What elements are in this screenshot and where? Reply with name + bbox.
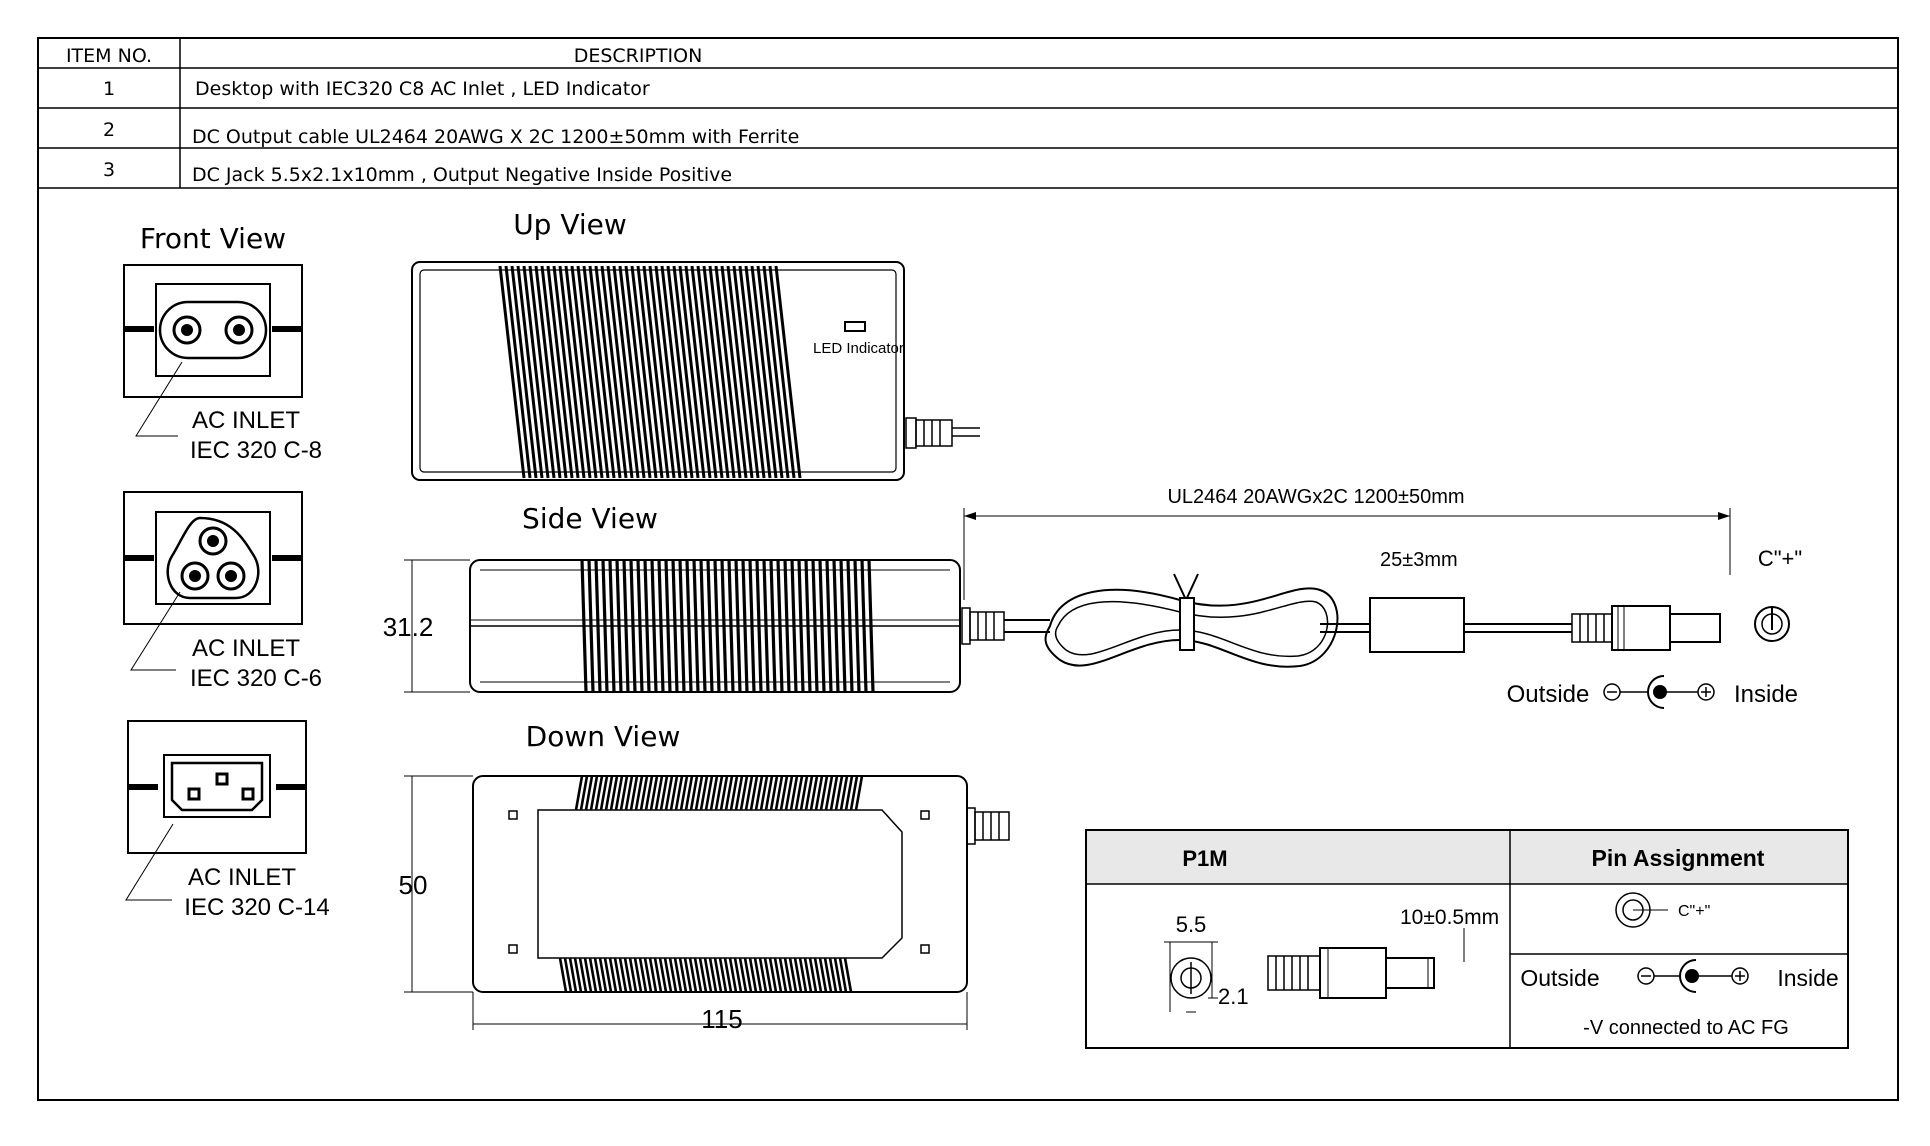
inlet-c8-drawing [123, 264, 303, 437]
header-description: DESCRIPTION [574, 45, 703, 67]
inlet-c6-label-1: AC INLET [192, 635, 300, 662]
pin-note: -V connected to AC FG [1583, 1017, 1789, 1039]
row-2-description: DC Output cable UL2464 20AWG X 2C 1200±5… [192, 126, 799, 148]
pin-inside-label: Inside [1777, 965, 1838, 991]
pin-outside-label: Outside [1520, 965, 1599, 991]
spec-table: ITEM NO. DESCRIPTION 1 Desktop with IEC3… [38, 38, 1898, 189]
row-2-no: 2 [103, 119, 115, 141]
polarity-symbol-icon [1603, 675, 1715, 709]
pin-table-col1-header: P1M [1182, 846, 1227, 871]
pin-jack-label: C"+" [1678, 903, 1710, 920]
polarity-inside-label: Inside [1734, 681, 1798, 708]
up-view-title: Up View [513, 208, 627, 241]
led-indicator-label: LED Indicator [813, 340, 904, 357]
p1m-plug-drawing [1164, 928, 1465, 1013]
row-3-description: DC Jack 5.5x2.1x10mm , Output Negative I… [192, 164, 732, 186]
front-view: Front View AC INLET IEC 320 C-8 [123, 222, 330, 921]
cable-length-label: UL2464 20AWGx2C 1200±50mm [1167, 486, 1464, 508]
inlet-c6-drawing [123, 491, 303, 671]
down-view-strain-relief [966, 807, 1010, 845]
header-item-no: ITEM NO. [66, 45, 152, 67]
row-1-no: 1 [103, 78, 115, 100]
side-view-title: Side View [522, 502, 658, 535]
led-indicator-icon [844, 321, 866, 332]
inlet-c14-label-1: AC INLET [188, 864, 296, 891]
inlet-c8-label-2: IEC 320 C-8 [190, 437, 322, 464]
p1m-diameter-dimension: 5.5 [1176, 912, 1207, 937]
inlet-c14-label-2: IEC 320 C-14 [184, 894, 329, 921]
down-view-title: Down View [526, 720, 681, 753]
pin-table-col2-header: Pin Assignment [1592, 845, 1765, 871]
bottom-label-area [537, 809, 903, 959]
side-view-winding [580, 559, 875, 693]
pin-table-header-bg [1086, 830, 1848, 884]
ferrite-length-label: 25±3mm [1380, 549, 1458, 571]
sheet-border [37, 37, 1899, 1101]
polarity-outside-label: Outside [1507, 681, 1590, 708]
down-view: Down View 50 115 [399, 720, 1010, 1034]
side-view-strain-relief [961, 607, 1005, 645]
jack-polarity-label: C"+" [1758, 546, 1802, 571]
down-height-dimension: 50 [399, 870, 428, 900]
p1m-length-dimension: 10±0.5mm [1400, 906, 1499, 929]
up-view: Up View LED Indicator [411, 208, 980, 481]
up-view-winding [498, 265, 802, 479]
p1m-pin-dimension: 2.1 [1218, 984, 1249, 1009]
output-cable: UL2464 20AWGx2C 1200±50mm 25±3mm [963, 486, 1802, 709]
row-3-no: 3 [103, 159, 115, 181]
inlet-c8-label-1: AC INLET [192, 407, 300, 434]
inlet-c14-drawing [125, 720, 307, 901]
down-view-winding [558, 775, 864, 993]
side-view: Side View 31.2 [383, 502, 1005, 693]
down-length-dimension: 115 [701, 1004, 742, 1034]
up-view-strain-relief [905, 417, 980, 449]
ferrite-core [1369, 597, 1465, 653]
side-height-dimension: 31.2 [383, 612, 434, 642]
dc-plug [1571, 605, 1721, 651]
pin-polarity-symbol-icon [1637, 959, 1749, 993]
front-view-title: Front View [140, 222, 286, 255]
pin-assignment-table: P1M Pin Assignment 5.5 2.1 10±0.5mm [1085, 829, 1849, 1049]
row-1-description: Desktop with IEC320 C8 AC Inlet , LED In… [195, 78, 650, 100]
inlet-c6-label-2: IEC 320 C-6 [190, 665, 322, 692]
